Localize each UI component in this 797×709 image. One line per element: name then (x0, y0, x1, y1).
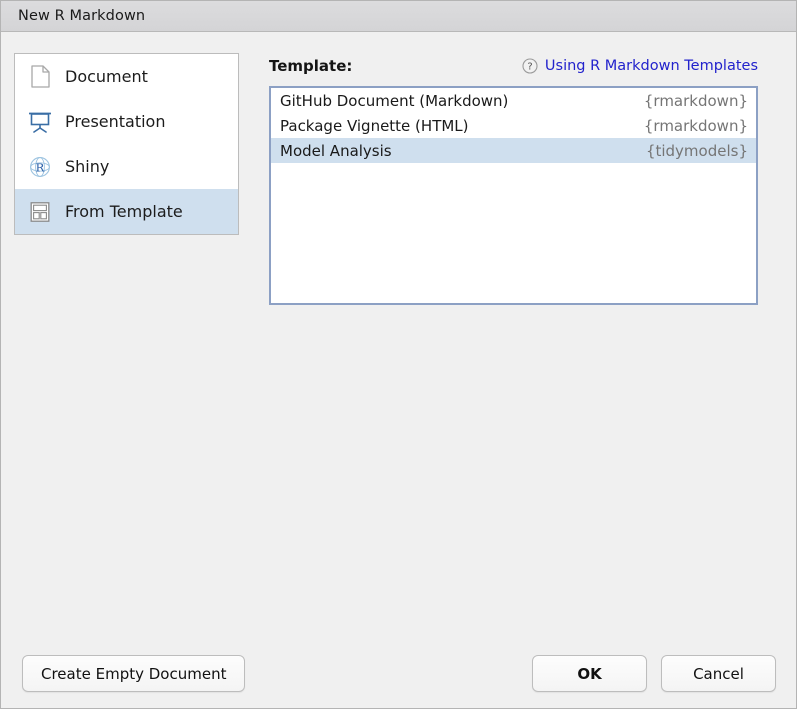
template-package: {rmarkdown} (643, 116, 748, 135)
sidebar-item-label: From Template (65, 202, 183, 221)
template-header: Template: ? Using R Markdown Templates (269, 53, 758, 79)
template-package: {rmarkdown} (643, 91, 748, 110)
sidebar-item-from-template[interactable]: From Template (15, 189, 238, 234)
dialog-title: New R Markdown (18, 8, 146, 24)
template-name: Model Analysis (280, 141, 392, 160)
dialog-footer: Create Empty Document OK Cancel (1, 639, 796, 708)
dialog-body: Document Presentation (1, 32, 796, 708)
shiny-r-icon: R (29, 155, 51, 179)
svg-text:R: R (36, 160, 45, 174)
sidebar-item-label: Document (65, 67, 148, 86)
template-panel: Template: ? Using R Markdown Templates G… (269, 53, 758, 305)
template-package: {tidymodels} (645, 141, 748, 160)
create-empty-document-button[interactable]: Create Empty Document (22, 655, 246, 692)
sidebar-item-label: Presentation (65, 112, 166, 131)
dialog-titlebar: New R Markdown (1, 1, 796, 32)
sidebar-item-presentation[interactable]: Presentation (15, 99, 238, 144)
help-link-group: ? Using R Markdown Templates (522, 58, 758, 74)
sidebar-item-shiny[interactable]: R Shiny (15, 144, 238, 189)
template-label: Template: (269, 57, 353, 75)
sidebar-item-document[interactable]: Document (15, 54, 238, 99)
template-list-item[interactable]: Package Vignette (HTML) {rmarkdown} (271, 113, 756, 138)
template-name: GitHub Document (Markdown) (280, 91, 509, 110)
ok-button[interactable]: OK (532, 655, 647, 692)
template-list[interactable]: GitHub Document (Markdown) {rmarkdown} P… (269, 86, 758, 305)
footer-right-buttons: OK Cancel (532, 655, 776, 692)
question-mark-icon[interactable]: ? (522, 58, 538, 74)
template-list-item[interactable]: GitHub Document (Markdown) {rmarkdown} (271, 88, 756, 113)
cancel-button[interactable]: Cancel (661, 655, 776, 692)
sidebar-item-label: Shiny (65, 157, 110, 176)
template-list-item-selected[interactable]: Model Analysis {tidymodels} (271, 138, 756, 163)
using-r-markdown-templates-link[interactable]: Using R Markdown Templates (544, 58, 758, 74)
document-type-sidebar: Document Presentation (14, 53, 239, 235)
svg-text:?: ? (527, 62, 532, 73)
template-grid-icon (29, 200, 51, 224)
document-icon (29, 65, 51, 89)
presentation-icon (29, 110, 51, 134)
template-name: Package Vignette (HTML) (280, 116, 469, 135)
